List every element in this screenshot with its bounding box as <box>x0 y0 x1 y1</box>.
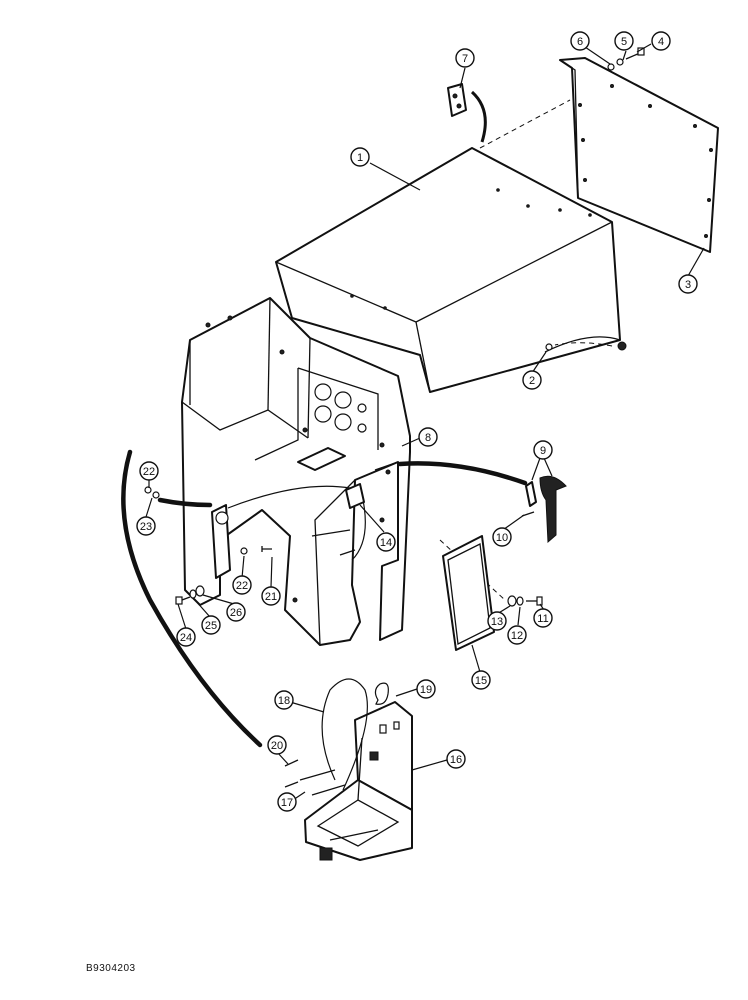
callout-label: 24 <box>180 632 192 644</box>
screw-part <box>261 546 272 552</box>
nut-part <box>152 491 160 499</box>
callout-10: 10 <box>492 527 512 547</box>
bracket-part <box>447 83 487 143</box>
callout-label: 22 <box>143 466 155 478</box>
callout-22: 22 <box>232 575 252 595</box>
callout-label: 21 <box>265 591 277 603</box>
cable-run <box>397 461 528 486</box>
top-cover-part <box>275 147 627 393</box>
callout-16: 16 <box>446 749 466 769</box>
callout-label: 11 <box>537 613 548 625</box>
rear-panel-part <box>559 57 719 253</box>
cable-run <box>227 485 351 509</box>
callout-label: 26 <box>230 607 242 619</box>
alignment-line <box>554 342 613 347</box>
callout-2: 2 <box>522 370 542 390</box>
washer-part <box>144 486 152 494</box>
callout-24: 24 <box>176 627 196 647</box>
clip-part <box>374 682 389 705</box>
callout-3: 3 <box>678 274 698 294</box>
nut-part <box>240 547 248 555</box>
small-bracket-part <box>345 483 365 509</box>
cable-run <box>121 449 263 748</box>
console-body-part <box>181 297 411 646</box>
callout-19: 19 <box>416 679 436 699</box>
callout-label: 4 <box>658 36 664 48</box>
callout-5: 5 <box>614 31 634 51</box>
callout-label: 14 <box>380 537 392 549</box>
callout-label: 7 <box>462 53 468 65</box>
callout-label: 8 <box>425 432 431 444</box>
callout-11: 11 <box>533 608 553 628</box>
callout-15: 15 <box>471 670 491 690</box>
cable-run <box>299 769 346 796</box>
callout-17: 17 <box>277 792 297 812</box>
callout-14: 14 <box>376 532 396 552</box>
callout-label: 2 <box>529 375 535 387</box>
callout-label: 15 <box>475 675 487 687</box>
callout-12: 12 <box>507 625 527 645</box>
callout-8: 8 <box>418 427 438 447</box>
callout-label: 1 <box>357 152 363 164</box>
cable-loop-part <box>321 678 368 791</box>
callout-label: 9 <box>540 445 546 457</box>
callout-label: 17 <box>281 797 293 809</box>
callout-18: 18 <box>274 690 294 710</box>
callout-label: 20 <box>271 740 283 752</box>
callout-label: 5 <box>621 36 627 48</box>
latch-handle-part <box>521 475 567 544</box>
callout-4: 4 <box>651 31 671 51</box>
callout-label: 16 <box>450 754 462 766</box>
cover-plate-part <box>442 535 495 651</box>
hardware-stack <box>607 47 645 71</box>
callout-7: 7 <box>455 48 475 68</box>
callout-label: 22 <box>236 580 248 592</box>
callout-label: 6 <box>577 36 583 48</box>
figure-code: B9304203 <box>86 963 136 974</box>
callout-label: 10 <box>496 532 508 544</box>
callout-1: 1 <box>350 147 370 167</box>
callout-6: 6 <box>570 31 590 51</box>
callout-23: 23 <box>136 516 156 536</box>
callout-13: 13 <box>487 611 507 631</box>
callout-label: 13 <box>491 616 503 628</box>
callout-label: 25 <box>205 620 217 632</box>
hardware-stack <box>175 585 205 605</box>
callout-25: 25 <box>201 615 221 635</box>
callout-label: 18 <box>278 695 290 707</box>
alignment-line <box>439 539 506 601</box>
cable-run <box>157 497 213 508</box>
callout-9: 9 <box>533 440 553 460</box>
callout-label: 3 <box>685 279 691 291</box>
callout-26: 26 <box>226 602 246 622</box>
callout-label: 12 <box>511 630 523 642</box>
tray-part <box>304 701 413 861</box>
callout-22: 22 <box>139 461 159 481</box>
callout-label: 19 <box>420 684 432 696</box>
callout-21: 21 <box>261 586 281 606</box>
callout-label: 23 <box>140 521 152 533</box>
screw-part <box>284 759 299 788</box>
hardware-stack <box>507 595 543 607</box>
callout-20: 20 <box>267 735 287 755</box>
alignment-line <box>479 99 571 149</box>
leader-lines <box>145 43 705 803</box>
